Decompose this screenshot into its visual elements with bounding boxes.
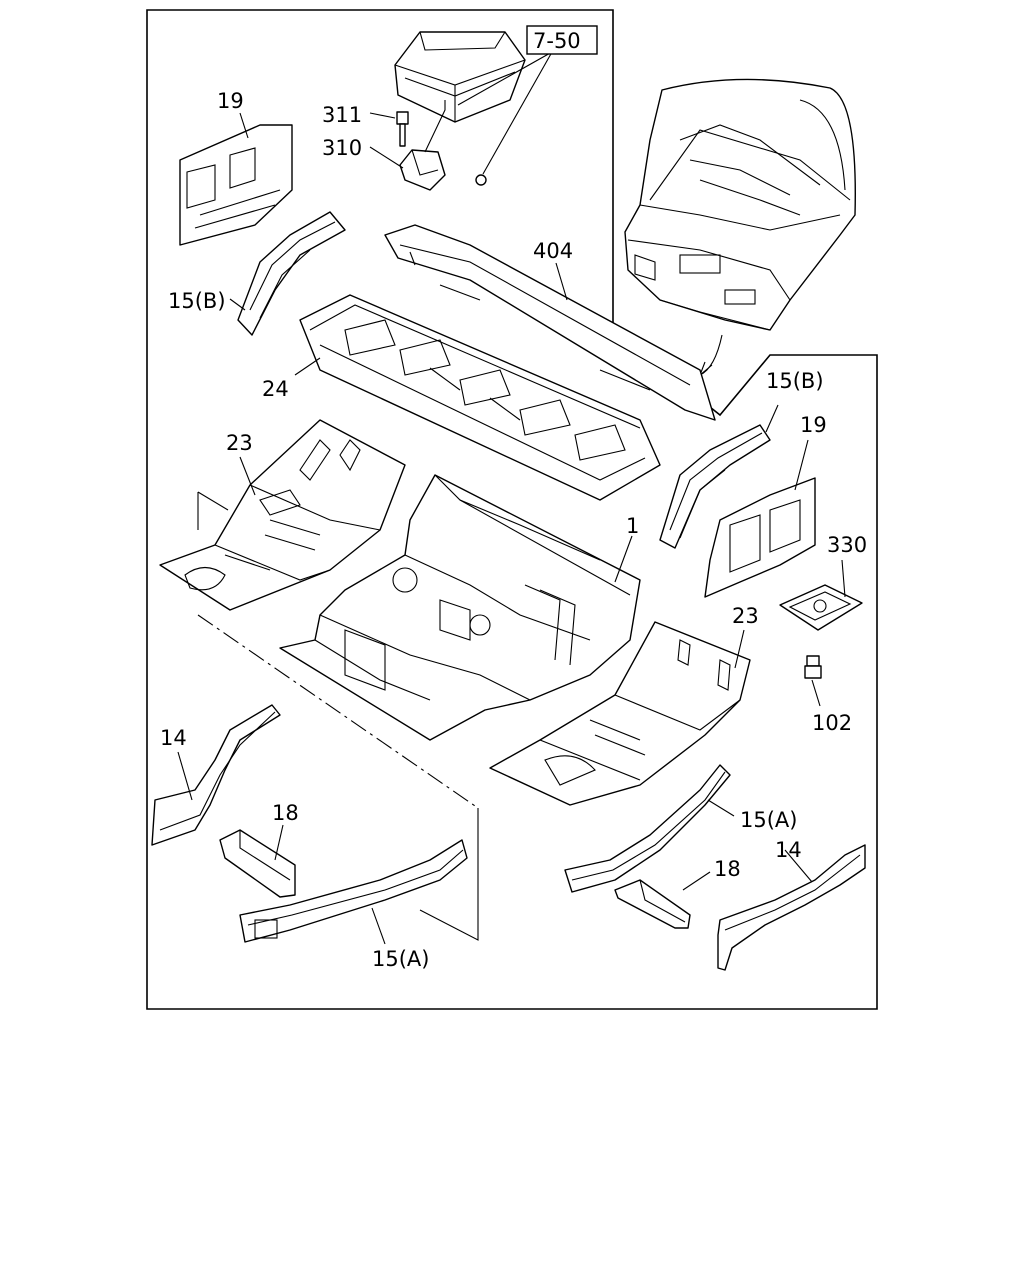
callout-15b-right[interactable]: 15(B) [766,369,824,393]
callout-15b-left[interactable]: 15(B) [168,289,226,313]
callout-1[interactable]: 1 [626,514,639,538]
callout-404[interactable]: 404 [533,239,573,263]
callout-14-right[interactable]: 14 [775,838,802,862]
callout-330[interactable]: 330 [827,533,867,557]
callout-14-left[interactable]: 14 [160,726,187,750]
callout-18-right[interactable]: 18 [714,857,741,881]
rail-14-right [717,844,866,971]
bracket-310 [399,100,446,191]
callout-ref-7-50[interactable]: 7-50 [533,29,581,53]
rail-14-left [151,704,281,846]
callout-23-left[interactable]: 23 [226,431,253,455]
rail-15a-left [239,839,468,943]
rail-15a-right [564,764,731,893]
callout-18-left[interactable]: 18 [272,801,299,825]
callout-15a-right[interactable]: 15(A) [740,808,797,832]
bracket-330 [779,584,863,631]
callout-311[interactable]: 311 [322,103,362,127]
rail-404 [384,224,716,421]
callout-310[interactable]: 310 [322,136,362,160]
bolt-102 [804,655,822,679]
bracket-18-left [219,829,296,898]
battery-box [394,31,526,123]
callout-102[interactable]: 102 [812,711,852,735]
rail-15b-left [237,211,346,336]
diagram-frame [146,9,878,1010]
panel-1-main-floor [279,474,641,741]
panel-19-left [179,124,293,246]
callout-23-right[interactable]: 23 [732,604,759,628]
panel-23-right [489,621,751,806]
cab-illustration [624,78,856,376]
callout-15a-left[interactable]: 15(A) [372,947,429,971]
panel-24 [299,294,661,501]
panel-19-right [704,477,816,598]
leader-lines [177,51,846,945]
callout-24[interactable]: 24 [262,377,289,401]
reference-box-7-50 [526,25,598,55]
rail-15b-right [659,424,771,549]
assembly-line-left [197,614,479,809]
bracket-18-right [614,879,691,929]
callout-19-left[interactable]: 19 [217,89,244,113]
nut-7-50 [475,174,487,186]
panel-23-left [159,419,406,611]
bolt-311 [396,111,409,147]
callout-19-right[interactable]: 19 [800,413,827,437]
